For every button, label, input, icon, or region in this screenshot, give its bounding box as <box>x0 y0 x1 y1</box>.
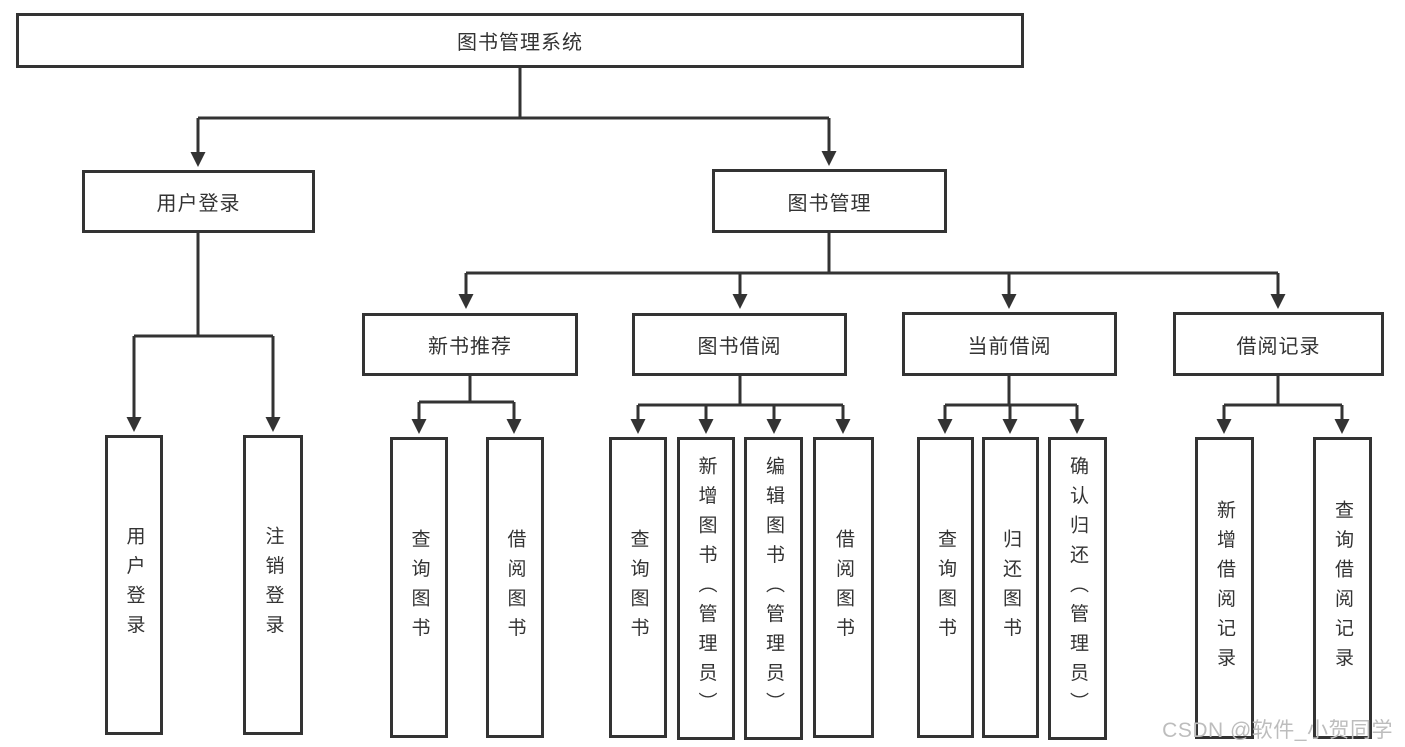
leaf-confirm-return-admin: 确认归还（管理员） <box>1048 437 1107 740</box>
leaf-query-books-borrowing: 查询图书 <box>609 437 667 738</box>
leaf-query-books-current: 查询图书 <box>917 437 974 738</box>
node-book-borrowing: 图书借阅 <box>632 313 847 376</box>
leaf-borrow-books-borrowing: 借阅图书 <box>813 437 874 738</box>
leaf-query-books-recommend: 查询图书 <box>390 437 448 738</box>
leaf-borrow-books-recommend: 借阅图书 <box>486 437 544 738</box>
leaf-add-book-admin: 新增图书（管理员） <box>677 437 735 740</box>
node-current-borrowing: 当前借阅 <box>902 312 1117 376</box>
node-library-system: 图书管理系统 <box>16 13 1024 68</box>
node-borrowing-records: 借阅记录 <box>1173 312 1384 376</box>
leaf-return-book: 归还图书 <box>982 437 1039 738</box>
leaf-edit-book-admin: 编辑图书（管理员） <box>744 437 803 740</box>
leaf-logout: 注销登录 <box>243 435 303 735</box>
csdn-watermark: CSDN @软件_小贺同学 <box>1162 719 1393 742</box>
leaf-user-login: 用户登录 <box>105 435 163 735</box>
leaf-add-borrow-record: 新增借阅记录 <box>1195 437 1254 739</box>
node-book-management: 图书管理 <box>712 169 947 233</box>
node-new-book-recommend: 新书推荐 <box>362 313 578 376</box>
leaf-query-borrow-record: 查询借阅记录 <box>1313 437 1372 739</box>
node-user-login: 用户登录 <box>82 170 315 233</box>
